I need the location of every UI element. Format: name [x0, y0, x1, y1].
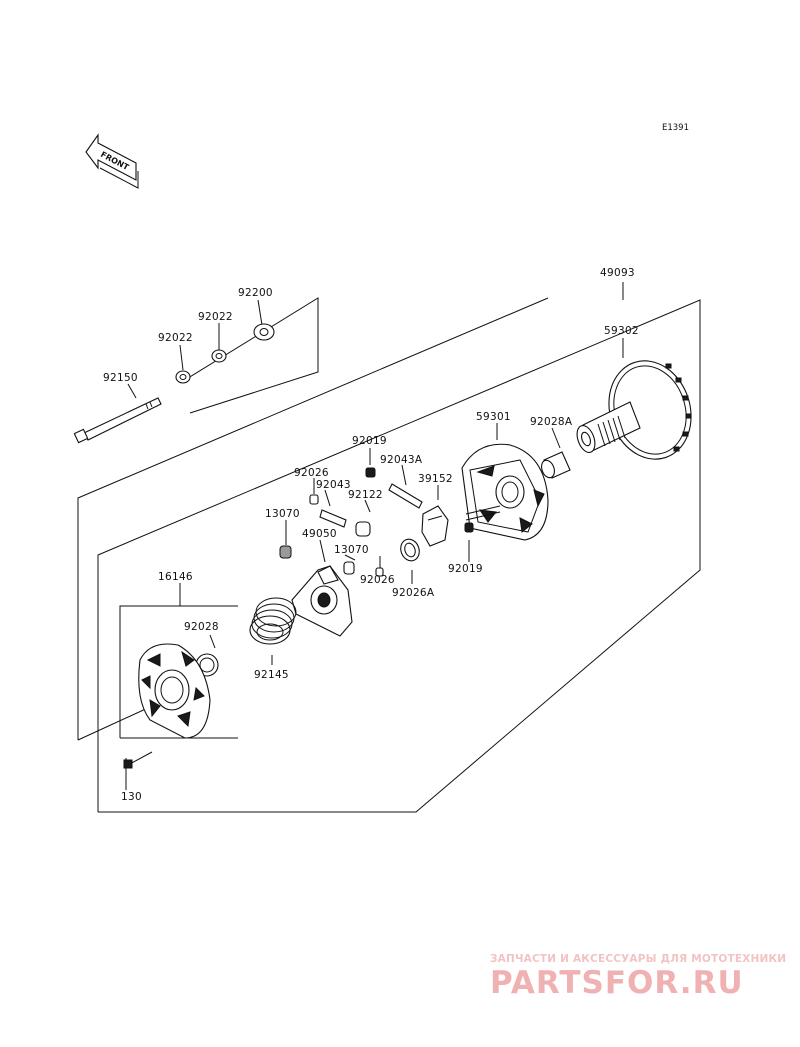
part-label-92019-upper: 92019 — [352, 435, 387, 447]
part-label-92022-upper: 92022 — [198, 311, 233, 323]
part-label-49050: 49050 — [302, 528, 337, 540]
sheave-rim-teeth — [665, 363, 692, 452]
part-label-92043A: 92043A — [380, 454, 423, 466]
part-label-59301: 59301 — [476, 411, 511, 423]
part-label-92200: 92200 — [238, 287, 273, 299]
part-label-92028: 92028 — [184, 621, 219, 633]
part-label-39152: 39152 — [418, 473, 453, 485]
bolt-92150 — [73, 397, 162, 444]
washer-92022-b — [211, 349, 227, 363]
assembly-frame — [77, 297, 701, 813]
part-label-59302: 59302 — [604, 325, 639, 337]
spring-92145 — [249, 597, 297, 645]
hardware-small-parts — [123, 467, 474, 769]
part-label-92026-lower: 92026 — [360, 574, 395, 586]
front-arrow-icon: FRONT — [85, 133, 139, 189]
part-label-92019-lower: 92019 — [448, 563, 483, 575]
part-label-92150: 92150 — [103, 372, 138, 384]
part-label-130: 130 — [121, 791, 142, 803]
bushing-92028A — [541, 451, 571, 479]
diagram-code: E1391 — [662, 123, 689, 133]
part-label-13070-left: 13070 — [265, 508, 300, 520]
washer-92022-a — [175, 370, 191, 384]
part-labels: 49093 59302 59301 92028A 92200 92022 920… — [103, 267, 639, 803]
part-label-92022-lower: 92022 — [158, 332, 193, 344]
part-label-92122: 92122 — [348, 489, 383, 501]
spider-49050 — [291, 565, 353, 637]
leader-lines — [125, 282, 624, 790]
watermark-brand: PARTSFOR.RU — [490, 965, 744, 1001]
washer-92200 — [253, 323, 275, 341]
watermark: ЗАПЧАСТИ И АКСЕССУАРЫ ДЛЯ МОТОТЕХНИКИ PA… — [490, 953, 786, 1001]
part-label-92028A: 92028A — [530, 416, 573, 428]
watermark-tagline: ЗАПЧАСТИ И АКСЕССУАРЫ ДЛЯ МОТОТЕХНИКИ — [490, 953, 786, 965]
part-label-49093: 49093 — [600, 267, 635, 279]
part-label-92145: 92145 — [254, 669, 289, 681]
shaft-threads — [597, 415, 626, 447]
movable-sheave-59301 — [461, 443, 549, 541]
clutch-cover-16146 — [138, 643, 211, 739]
part-label-92026-upper: 92026 — [294, 467, 329, 479]
part-label-92043: 92043 — [316, 479, 351, 491]
fixed-sheave-59302 — [576, 360, 692, 460]
part-label-13070-right: 13070 — [334, 544, 369, 556]
part-label-16146: 16146 — [158, 571, 193, 583]
part-label-92026A: 92026A — [392, 587, 435, 599]
